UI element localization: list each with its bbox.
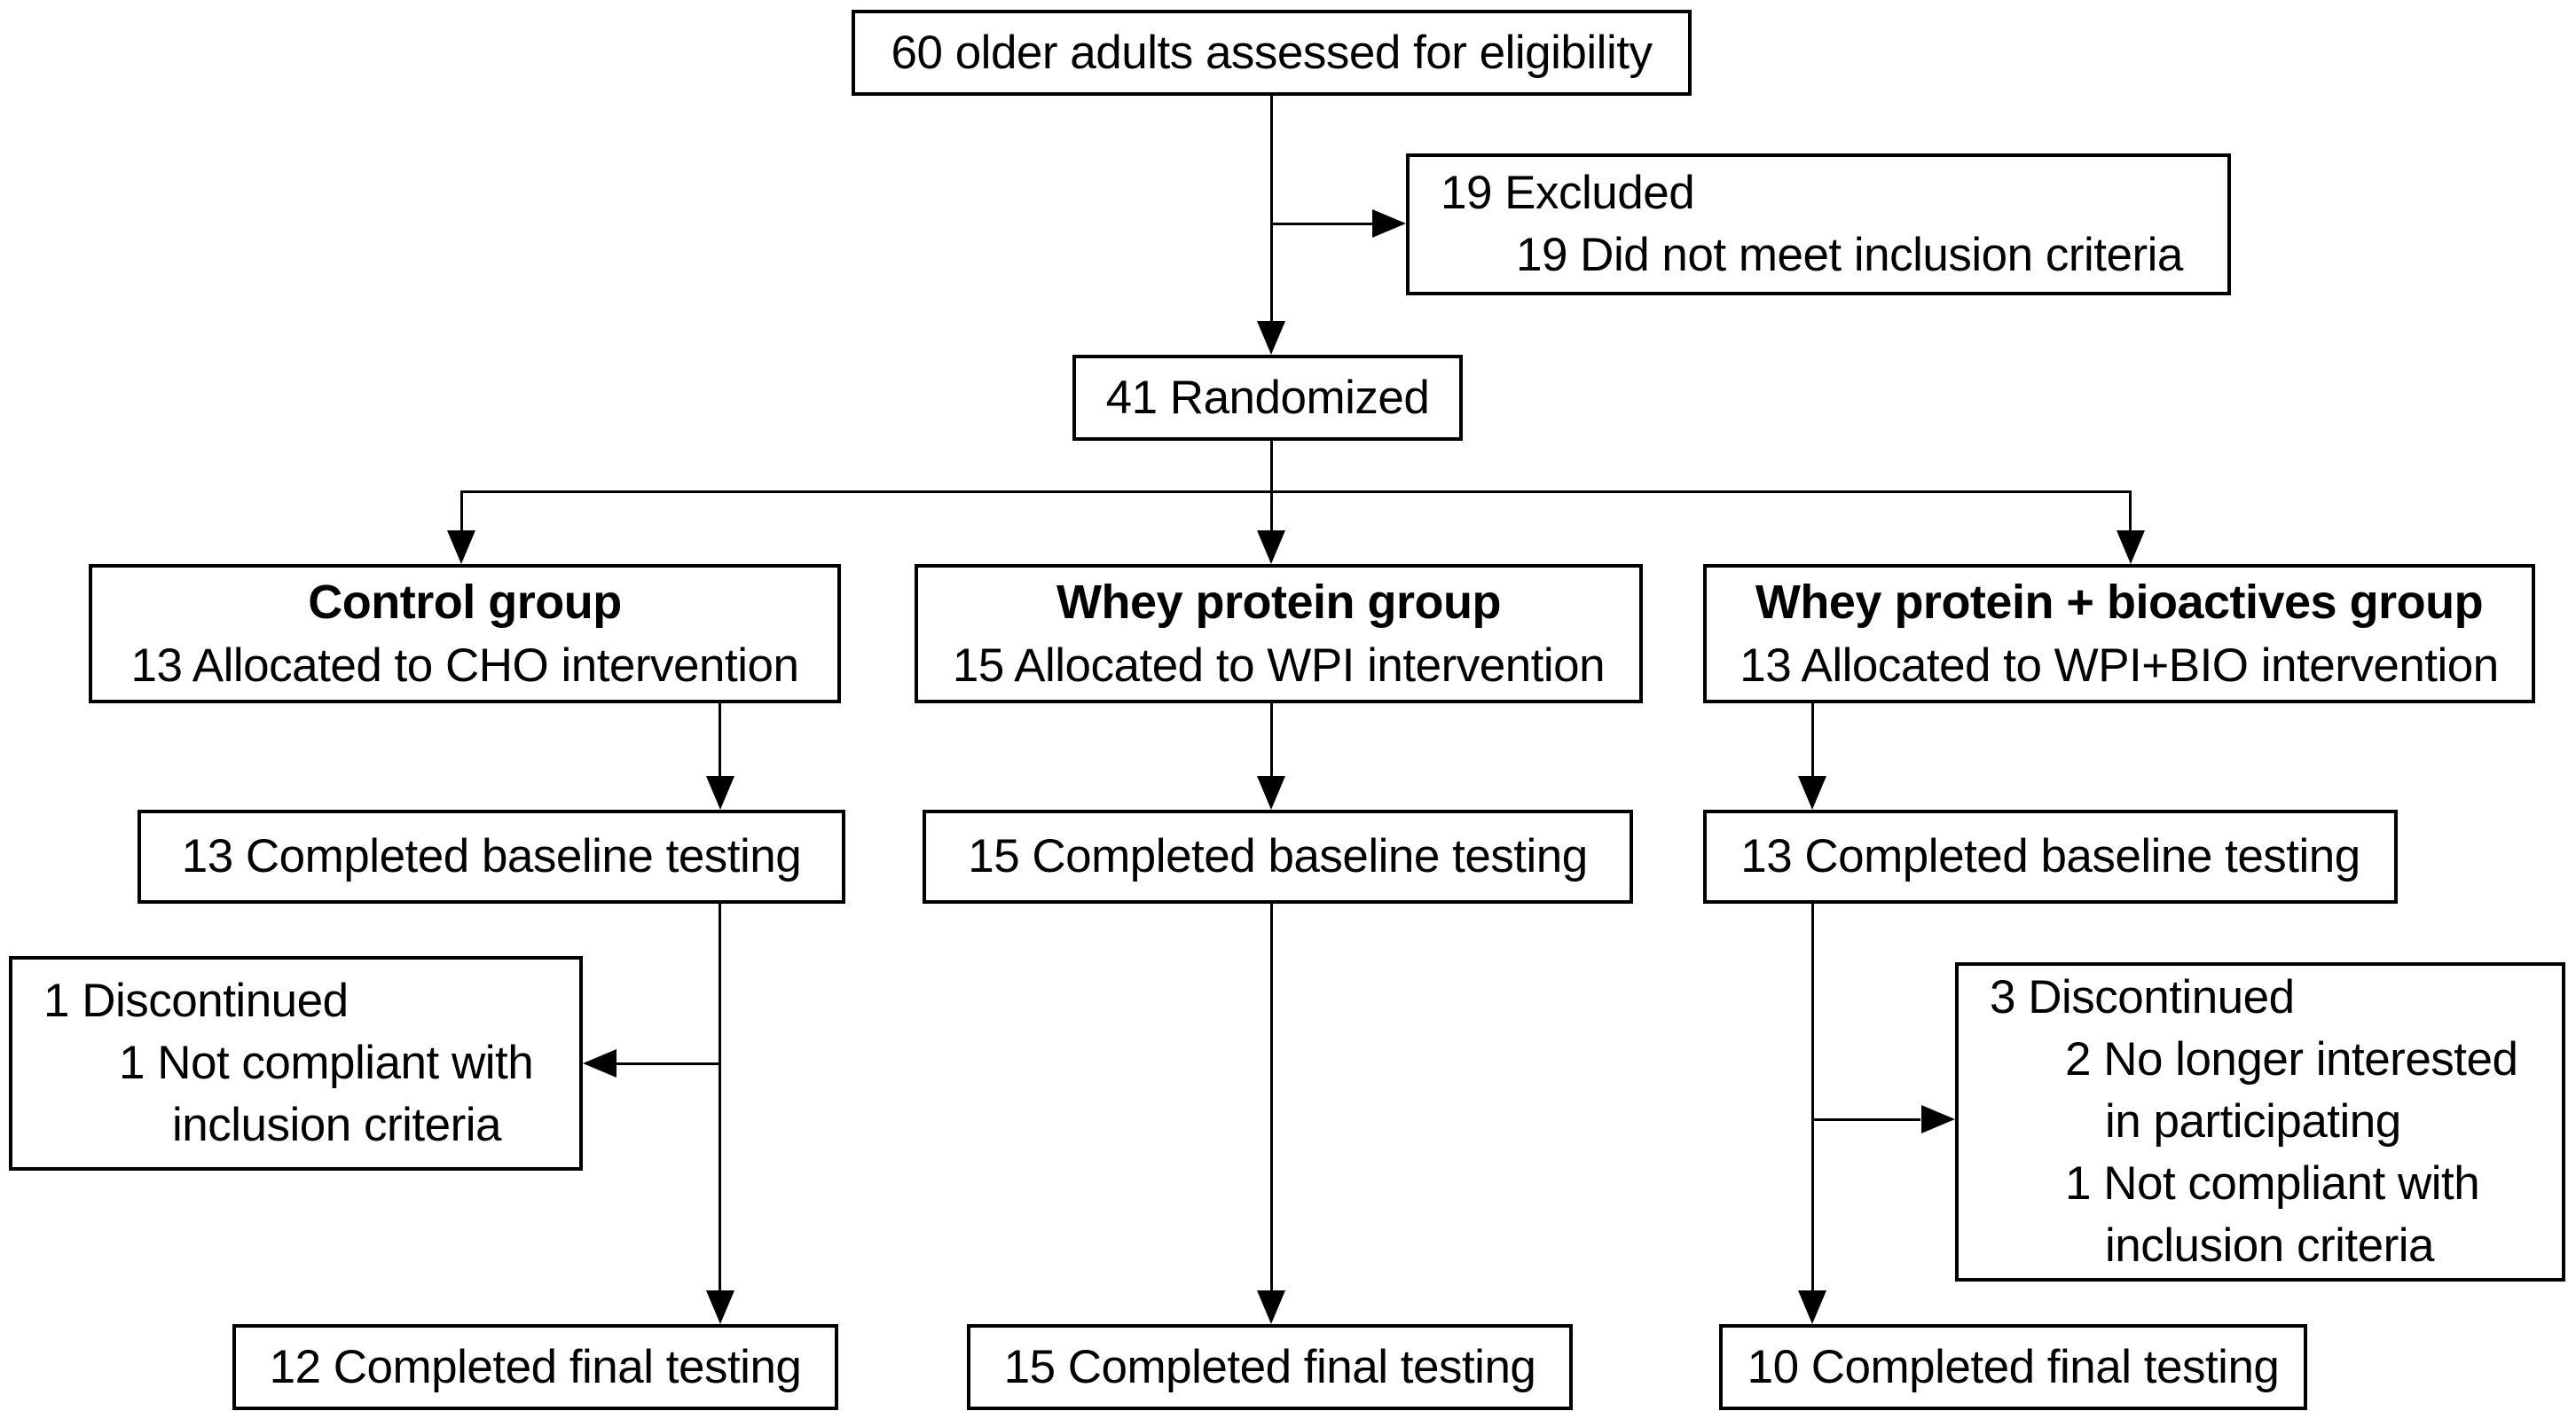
bio-discontinued-reason1-line2: in participating (2105, 1095, 2401, 1148)
whey-protein-final-text: 15 Completed final testing (1003, 1340, 1536, 1393)
connector-to-whey-bio-discontinued (1812, 1118, 1920, 1121)
control-discontinued-box: 1 Discontinued 1 Not compliant with incl… (9, 956, 583, 1171)
connector-to-control-discontinued (617, 1062, 720, 1065)
control-baseline-text: 13 Completed baseline testing (181, 830, 802, 882)
control-baseline-box: 13 Completed baseline testing (137, 810, 845, 904)
connector-whey-to-baseline (1270, 703, 1273, 778)
whey-bioactives-final-box: 10 Completed final testing (1719, 1324, 2307, 1410)
eligibility-box: 60 older adults assessed for eligibility (852, 10, 1692, 96)
randomized-text: 41 Randomized (1105, 371, 1430, 424)
excluded-title: 19 Excluded (1441, 167, 1695, 219)
arrowhead-into-control-discontinued (583, 1049, 617, 1078)
excluded-box: 19 Excluded 19 Did not meet inclusion cr… (1406, 153, 2231, 295)
whey-bioactives-discontinued-box: 3 Discontinued 2 No longer interested in… (1955, 962, 2565, 1282)
arrowhead-into-whey-bio-discontinued (1921, 1105, 1955, 1133)
whey-protein-group-allocated: 15 Allocated to WPI intervention (952, 639, 1606, 692)
arrowhead-into-randomized (1257, 321, 1285, 355)
whey-bioactives-group-allocated: 13 Allocated to WPI+BIO intervention (1740, 639, 2499, 692)
connector-eligibility-to-randomized (1270, 93, 1273, 321)
randomized-box: 41 Randomized (1072, 355, 1463, 441)
whey-bioactives-group-box: Whey protein + bioactives group 13 Alloc… (1703, 564, 2535, 703)
whey-protein-baseline-text: 15 Completed baseline testing (968, 830, 1588, 882)
arrowhead-into-whey-bio-final (1798, 1290, 1826, 1324)
bio-discontinued-reason2-line2: inclusion criteria (2105, 1219, 2434, 1272)
control-final-text: 12 Completed final testing (269, 1340, 802, 1393)
control-group-title: Control group (308, 575, 622, 629)
connector-control-to-baseline (719, 703, 721, 778)
arrowhead-into-excluded (1372, 209, 1406, 238)
connector-split-to-whey (1270, 490, 1273, 532)
whey-bioactives-baseline-text: 13 Completed baseline testing (1740, 830, 2360, 882)
bio-discontinued-reason2-line1: 1 Not compliant with (2065, 1157, 2480, 1210)
arrowhead-into-whey-final (1257, 1290, 1285, 1324)
arrowhead-into-whey-bio-group (2117, 530, 2145, 564)
control-group-allocated: 13 Allocated to CHO intervention (130, 639, 799, 692)
arrowhead-into-whey-baseline (1257, 776, 1285, 810)
connector-to-excluded (1271, 223, 1372, 225)
whey-protein-final-box: 15 Completed final testing (967, 1324, 1573, 1410)
whey-protein-baseline-box: 15 Completed baseline testing (923, 810, 1633, 904)
whey-bioactives-final-text: 10 Completed final testing (1747, 1340, 2280, 1393)
control-group-box: Control group 13 Allocated to CHO interv… (89, 564, 841, 703)
randomization-split-line (460, 490, 2132, 493)
arrowhead-into-control-group (447, 530, 475, 564)
arrowhead-into-control-final (706, 1290, 734, 1324)
connector-control-baseline-to-final (719, 904, 721, 1292)
control-discontinued-reason-line1: 1 Not compliant with (119, 1037, 534, 1089)
connector-whey-bio-baseline-to-final (1811, 904, 1814, 1292)
connector-whey-bio-to-baseline (1811, 703, 1814, 778)
connector-randomized-to-split (1270, 439, 1273, 492)
whey-bioactives-group-title: Whey protein + bioactives group (1755, 575, 2484, 629)
eligibility-text: 60 older adults assessed for eligibility (891, 26, 1653, 79)
bio-discontinued-reason1-line1: 2 No longer interested (2065, 1033, 2518, 1086)
whey-protein-group-title: Whey protein group (1056, 575, 1501, 629)
connector-split-to-whey-bio (2129, 490, 2132, 532)
excluded-reason: 19 Did not meet inclusion criteria (1516, 229, 2183, 281)
connector-split-to-control (460, 490, 463, 532)
arrowhead-into-whey-bio-baseline (1798, 776, 1826, 810)
whey-bioactives-baseline-box: 13 Completed baseline testing (1703, 810, 2398, 904)
control-discontinued-reason-line2: inclusion criteria (172, 1099, 501, 1151)
whey-protein-group-box: Whey protein group 15 Allocated to WPI i… (915, 564, 1643, 703)
arrowhead-into-whey-group (1257, 530, 1285, 564)
arrowhead-into-control-baseline (706, 776, 734, 810)
control-discontinued-title: 1 Discontinued (43, 975, 349, 1027)
control-final-box: 12 Completed final testing (232, 1324, 838, 1410)
bio-discontinued-title: 3 Discontinued (1990, 971, 2295, 1023)
connector-whey-baseline-to-final (1270, 904, 1273, 1292)
